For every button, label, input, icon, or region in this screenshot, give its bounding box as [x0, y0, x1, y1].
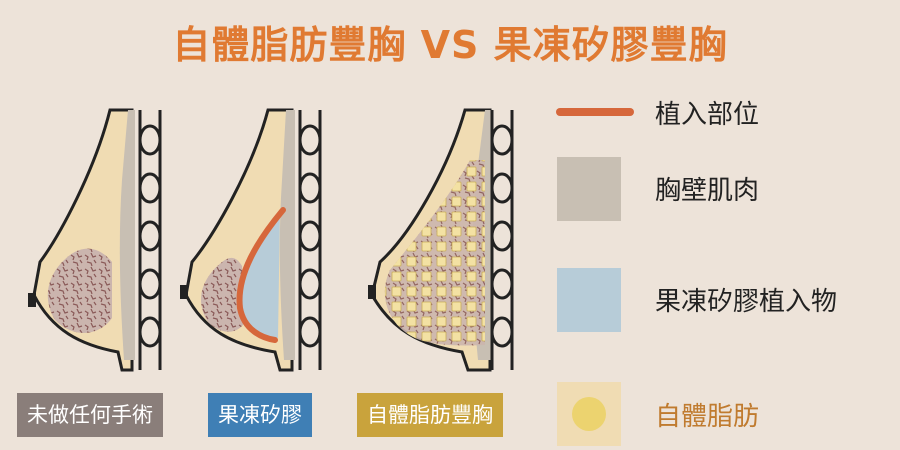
- legend-fat-dot: [572, 397, 606, 431]
- legend-fat-label: 自體脂肪: [655, 402, 760, 432]
- diagram-no-surgery: [28, 108, 135, 372]
- legend-implant-site-label: 植入部位: [655, 100, 760, 130]
- caption-silicone: 果凍矽膠: [208, 393, 312, 437]
- caption-no-surgery: 未做任何手術: [17, 393, 163, 437]
- diagram-silicone: [180, 108, 295, 372]
- page-title: 自體脂肪豐胸 VS 果凍矽膠豐胸: [172, 23, 728, 67]
- rib-cage-3: [490, 110, 514, 370]
- implant-line: [236, 207, 286, 343]
- legend-chest-wall-label: 胸壁肌肉: [655, 176, 760, 206]
- legend-silicone-label: 果凍矽膠植入物: [655, 287, 838, 317]
- rib-cage-1: [138, 110, 162, 370]
- legend-silicone-swatch: [557, 268, 621, 332]
- diagram-fat-graft: [368, 108, 493, 372]
- caption-fat-graft: 自體脂肪豐胸: [357, 393, 503, 437]
- legend-chest-wall-swatch: [557, 157, 621, 221]
- rib-cage-2: [298, 110, 322, 370]
